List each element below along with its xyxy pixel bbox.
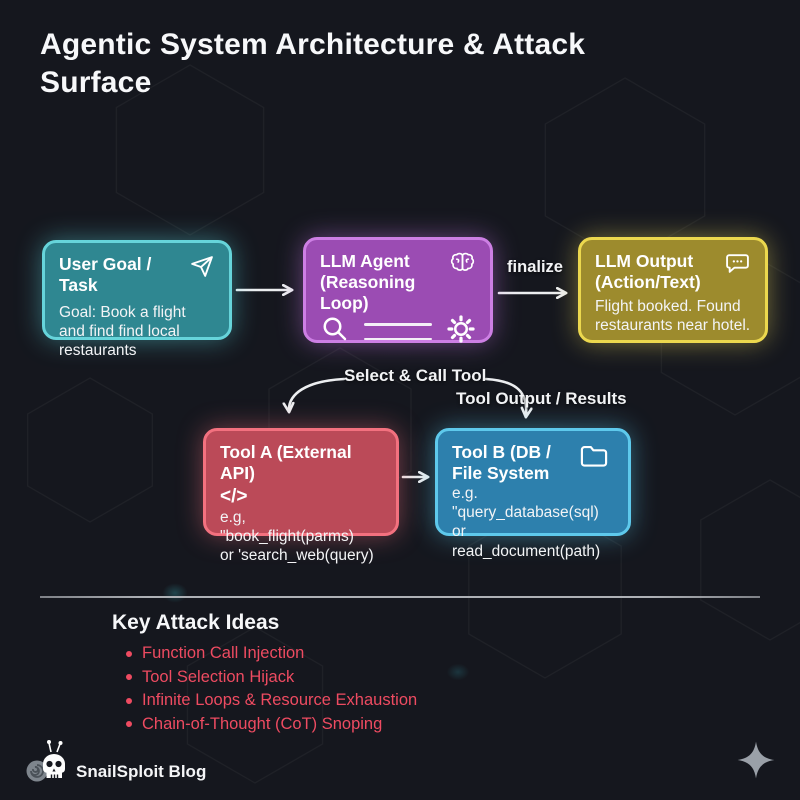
speech-bubble-icon: [724, 251, 751, 281]
finalize-label: finalize: [507, 258, 563, 276]
attack-heading: Key Attack Ideas: [112, 611, 280, 634]
tool-b-body-line2: or read_document(path): [452, 523, 601, 560]
node-user-goal: User Goal / Task Goal: Book a flight and…: [42, 240, 232, 359]
brain-icon: [449, 251, 476, 280]
tool-a-title: Tool A (External API): [220, 442, 352, 483]
section-divider: [40, 596, 760, 598]
brand-name: SnailSploit Blog: [76, 761, 207, 781]
list-item: Infinite Loops & Resource Exhaustion: [112, 691, 417, 710]
bullet-dot: [126, 650, 132, 657]
key-attack-ideas-section: Key Attack Ideas Function Call Injection…: [112, 611, 417, 734]
paper-plane-icon: [188, 254, 215, 284]
node-llm-output: LLM Output (Action/Text) Flight booked. …: [578, 237, 768, 343]
select-call-tool-label: Select & Call Tool: [344, 366, 487, 385]
gear-icon: [446, 314, 476, 349]
snail-skull-logo: [26, 738, 68, 793]
llm-agent-title: LLM Agent (Reasoning Loop): [320, 251, 416, 313]
attack-item-label: Chain-of-Thought (CoT) Snoping: [142, 714, 383, 733]
node-llm-agent: LLM Agent (Reasoning Loop): [303, 237, 493, 343]
sparkle-icon: [735, 739, 777, 786]
folder-icon: [578, 442, 610, 475]
list-item: Function Call Injection: [112, 644, 417, 663]
llm-output-body: Flight booked. Found restaurants near ho…: [595, 298, 751, 335]
tool-b-body-line1: e.g. "query_database(sql): [452, 485, 599, 522]
arrow-select-to-toola: [289, 377, 346, 411]
node-tool-a: Tool A (External API) </> e.g, "book_fli…: [203, 428, 399, 564]
node-tool-b: Tool B (DB / File System e.g. "query_dat…: [435, 428, 631, 560]
user-goal-body: Goal: Book a flight and find find local …: [59, 304, 186, 360]
tool-output-results-label: Tool Output / Results: [456, 389, 627, 408]
tool-a-body-line1: e.g, "book_flight(parms): [220, 509, 354, 546]
bullet-dot: [126, 721, 132, 727]
attack-item-label: Tool Selection Hijack: [142, 667, 295, 686]
list-item: Chain-of-Thought (CoT) Snoping: [112, 715, 417, 734]
user-goal-title: User Goal / Task: [59, 254, 152, 295]
attack-item-label: Infinite Loops & Resource Exhaustion: [142, 691, 418, 709]
bullet-dot: [126, 697, 132, 704]
llm-output-title: LLM Output (Action/Text): [595, 251, 701, 292]
list-item: Tool Selection Hijack: [112, 668, 417, 687]
placeholder-text-lines: [360, 323, 436, 340]
code-icon: </>: [220, 486, 248, 507]
attack-item-label: Function Call Injection: [142, 644, 305, 662]
tool-a-body-line2: or 'search_web(query): [220, 547, 374, 565]
attack-list: Function Call Injection Tool Selection H…: [112, 644, 417, 734]
page-title: Agentic System Architecture & Attack Sur…: [40, 28, 586, 99]
footer-brand: SnailSploit Blog: [26, 738, 206, 793]
tool-b-title: Tool B (DB / File System: [452, 442, 551, 483]
bullet-dot: [126, 674, 132, 680]
magnifier-icon: [320, 314, 350, 349]
